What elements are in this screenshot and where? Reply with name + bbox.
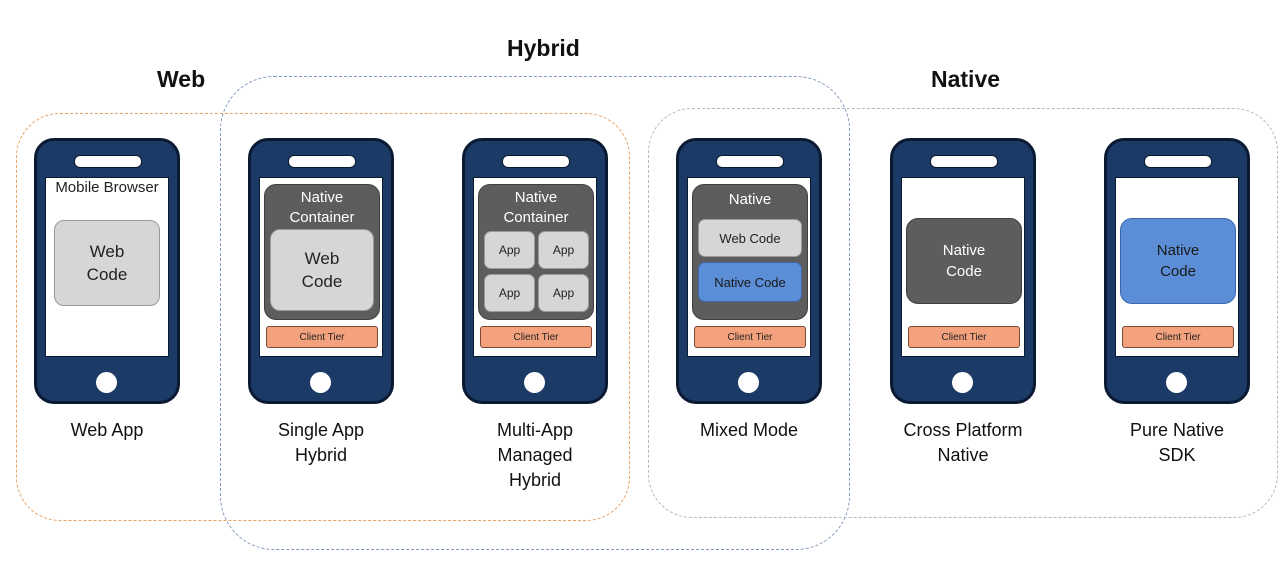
phone-screen: Native Web Code Native Code Client Tier <box>687 177 811 357</box>
cross-platform-native-label: Cross Platform Native <box>903 420 1023 465</box>
mobile-browser-label: Mobile Browser <box>55 179 159 196</box>
single-app-hybrid-label: Single App Hybrid <box>277 420 365 465</box>
speaker-icon <box>930 155 998 168</box>
app-tile: App <box>484 274 535 312</box>
single-app-hybrid-phone: Native Container Web Code Client Tier <box>248 138 394 404</box>
native-group-outline <box>648 108 1278 518</box>
pure-native-sdk-phone: Native Code Client Tier <box>1104 138 1250 404</box>
native-container-block: Native Container App App App App <box>478 184 594 320</box>
native-container-block: Native Container Web Code <box>264 184 380 320</box>
native-group-title: Native <box>931 66 1001 92</box>
native-container-label: Native Container <box>289 189 355 226</box>
web-code-block: Web Code <box>270 229 374 311</box>
hybrid-group-title: Hybrid <box>507 35 580 61</box>
pure-native-sdk-label: Pure Native SDK <box>1129 420 1225 465</box>
home-button-icon <box>738 372 759 393</box>
speaker-icon <box>74 155 142 168</box>
native-container-label: Native Container <box>503 189 569 226</box>
home-button-icon <box>310 372 331 393</box>
web-app-phone: Mobile Browser Web Code <box>34 138 180 404</box>
client-tier-block: Client Tier <box>1122 326 1234 348</box>
app-tile: App <box>538 231 589 269</box>
multi-app-managed-hybrid-phone: Native Container App App App App Client … <box>462 138 608 404</box>
app-tile: App <box>484 231 535 269</box>
web-app-label: Web App <box>70 420 144 440</box>
phone-screen: Native Code Client Tier <box>1115 177 1239 357</box>
speaker-icon <box>1144 155 1212 168</box>
app-tile: App <box>538 274 589 312</box>
client-tier-block: Client Tier <box>480 326 592 348</box>
web-code-block: Web Code <box>54 220 160 306</box>
home-button-icon <box>96 372 117 393</box>
web-code-block: Web Code <box>698 219 802 257</box>
native-code-block: Native Code <box>906 218 1022 304</box>
home-button-icon <box>952 372 973 393</box>
home-button-icon <box>524 372 545 393</box>
mixed-mode-label: Mixed Mode <box>699 420 799 440</box>
speaker-icon <box>716 155 784 168</box>
web-group-title: Web <box>157 66 206 92</box>
home-button-icon <box>1166 372 1187 393</box>
native-container-label: Native <box>728 191 772 208</box>
speaker-icon <box>288 155 356 168</box>
phone-screen: Mobile Browser Web Code <box>45 177 169 357</box>
phone-screen: Native Container Web Code Client Tier <box>259 177 383 357</box>
phone-screen: Native Code Client Tier <box>901 177 1025 357</box>
cross-platform-native-phone: Native Code Client Tier <box>890 138 1036 404</box>
native-container-block: Native Web Code Native Code <box>692 184 808 320</box>
client-tier-block: Client Tier <box>694 326 806 348</box>
native-code-block: Native Code <box>698 262 802 302</box>
multi-app-managed-hybrid-label: Multi-App Managed Hybrid <box>496 420 574 490</box>
web-group-outline <box>16 113 630 521</box>
phone-screen: Native Container App App App App Client … <box>473 177 597 357</box>
speaker-icon <box>502 155 570 168</box>
client-tier-block: Client Tier <box>908 326 1020 348</box>
client-tier-block: Client Tier <box>266 326 378 348</box>
native-code-block: Native Code <box>1120 218 1236 304</box>
mixed-mode-phone: Native Web Code Native Code Client Tier <box>676 138 822 404</box>
hybrid-group-outline <box>220 76 850 550</box>
